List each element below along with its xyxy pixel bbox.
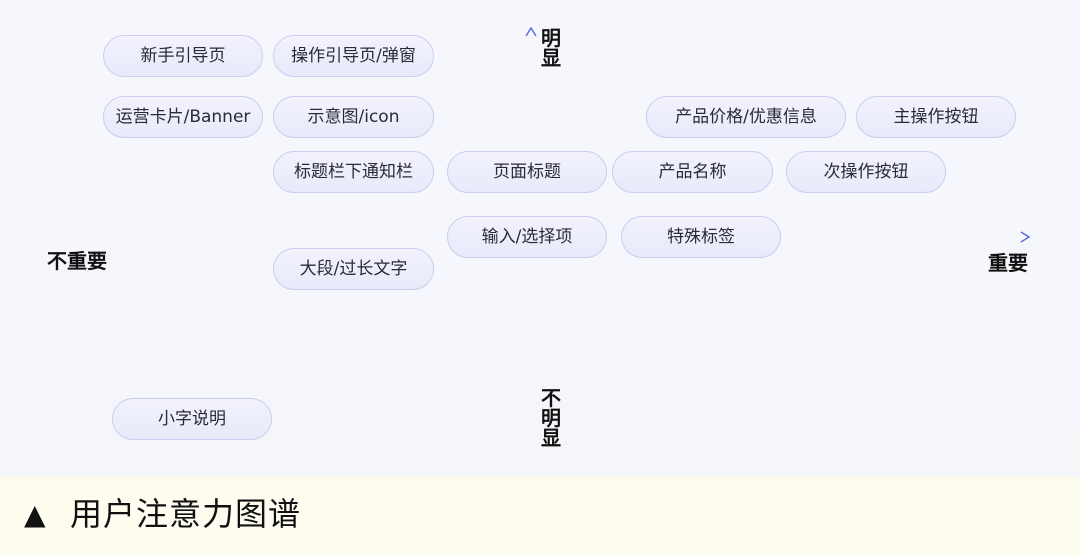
pill-newbie-guide: 新手引导页 — [103, 35, 263, 77]
pill-small-text: 小字说明 — [112, 398, 272, 440]
pill-secondary-button: 次操作按钮 — [786, 151, 946, 193]
axis-label-left: 不重要 — [47, 249, 107, 273]
axis-label-top: 明显 — [541, 26, 561, 70]
attention-map-diagram: 明显 不明显 不重要 重要 新手引导页 操作引导页/弹窗 运营卡片/Banner… — [0, 0, 1080, 477]
pill-operation-guide: 操作引导页/弹窗 — [273, 35, 434, 77]
pill-special-tag: 特殊标签 — [621, 216, 781, 258]
pill-page-title: 页面标题 — [447, 151, 607, 193]
pill-banner-card: 运营卡片/Banner — [103, 96, 263, 138]
triangle-up-icon: ▲ — [24, 498, 46, 531]
right-arrow-icon — [1020, 231, 1031, 243]
caption-bar: ▲ 用户注意力图谱 — [0, 477, 1080, 555]
pill-input-options: 输入/选择项 — [447, 216, 607, 258]
pill-primary-button: 主操作按钮 — [856, 96, 1016, 138]
pill-long-text: 大段/过长文字 — [273, 248, 434, 290]
axis-label-bottom: 不明显 — [541, 386, 561, 450]
pill-illustration-icon: 示意图/icon — [273, 96, 434, 138]
pill-product-name: 产品名称 — [612, 151, 773, 193]
pill-price-discount: 产品价格/优惠信息 — [646, 96, 846, 138]
up-arrow-icon — [525, 26, 537, 37]
axis-label-right: 重要 — [988, 251, 1028, 275]
caption-title: 用户注意力图谱 — [70, 495, 302, 533]
pill-title-notice-bar: 标题栏下通知栏 — [273, 151, 434, 193]
